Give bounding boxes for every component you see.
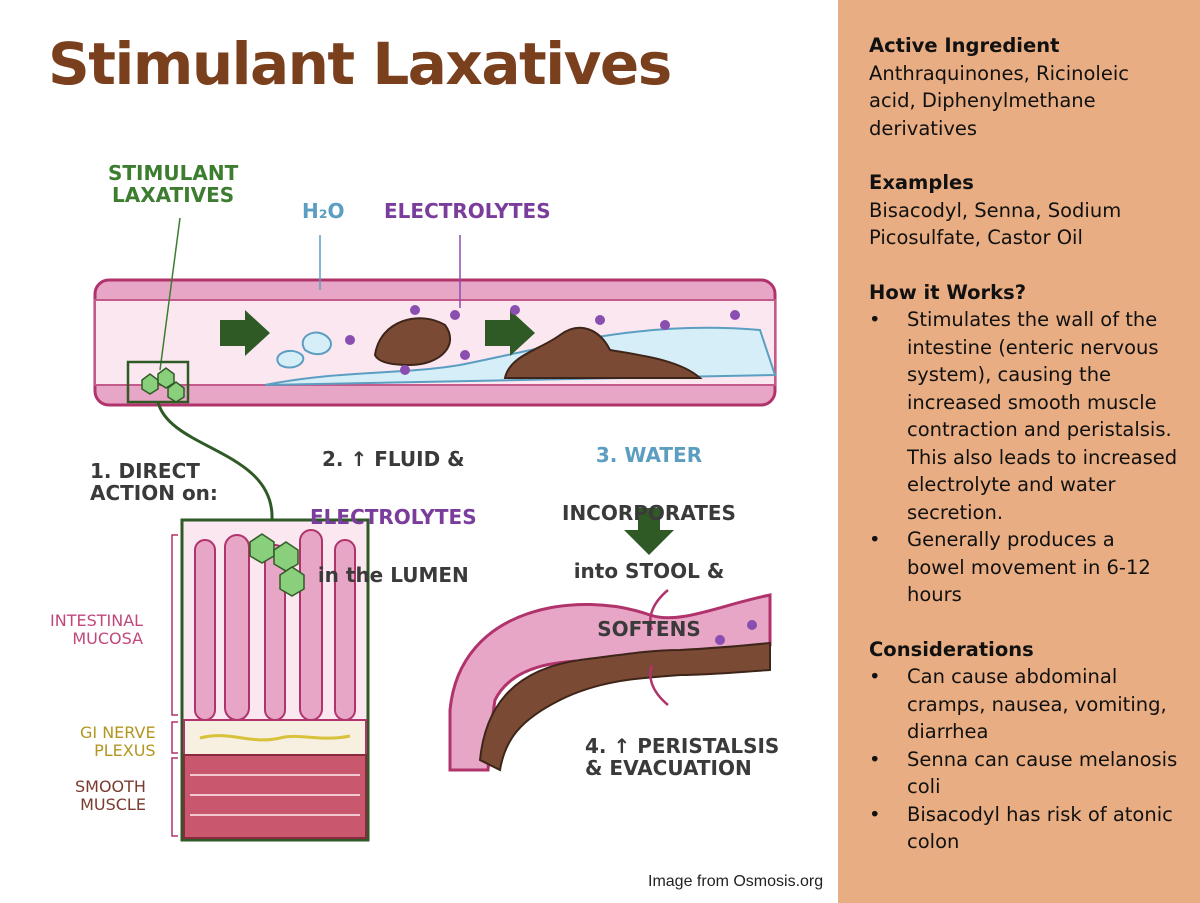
villi bbox=[194, 529, 356, 721]
examples-section: Examples Bisacodyl, Senna, Sodium Picosu… bbox=[869, 169, 1178, 252]
label-gi-nerve-plexus: GI NERVE PLEXUS bbox=[80, 723, 156, 760]
label-h2o: H₂O bbox=[302, 199, 345, 223]
label-step4: 4. ↑ PERISTALSIS & EVACUATION bbox=[585, 734, 780, 781]
muscle-fibers bbox=[190, 774, 360, 816]
list-item: • Stimulates the wall of the intestine (e… bbox=[869, 306, 1178, 526]
bullet-text: Senna can cause melanosis coli bbox=[907, 747, 1178, 799]
considerations-section: Considerations • Can cause abdominal cram… bbox=[869, 636, 1178, 856]
water-drop bbox=[276, 349, 305, 369]
tissue-brackets bbox=[171, 534, 178, 837]
label-electrolytes: ELECTROLYTES bbox=[384, 199, 551, 223]
examples-heading: Examples bbox=[869, 171, 974, 194]
flow-arrow bbox=[220, 310, 270, 356]
considerations-heading: Considerations bbox=[869, 637, 1034, 661]
bullet: • bbox=[869, 747, 881, 771]
nerve-fiber bbox=[199, 734, 351, 742]
drug-molecules-detail bbox=[249, 533, 305, 597]
step2-line2: ELECTROLYTES bbox=[310, 505, 477, 530]
label-stimulant-laxatives: STIMULANT LAXATIVES bbox=[108, 161, 239, 208]
step3-line2: INCORPORATES bbox=[562, 501, 736, 526]
laxative-illustration: STIMULANT LAXATIVES H₂O ELECTROLYTES 1. … bbox=[40, 150, 830, 875]
bullet: • bbox=[869, 528, 881, 551]
drug-molecules bbox=[141, 367, 185, 403]
label-smooth-muscle: SMOOTH MUSCLE bbox=[75, 777, 146, 814]
label-step1: 1. DIRECT ACTION on: bbox=[90, 459, 218, 506]
squeeze-arrow-bottom bbox=[649, 664, 669, 706]
flow-arrow bbox=[485, 310, 535, 356]
active-ingredient-heading: Active Ingredient bbox=[869, 34, 1060, 57]
stool-lump-small bbox=[373, 317, 451, 367]
electrolyte-dots bbox=[345, 305, 740, 375]
drug-pointer bbox=[159, 217, 181, 371]
label-step3: 3. WATER INCORPORATES into STOOL & SOFTE… bbox=[562, 408, 736, 677]
step3-line4: SOFTENS bbox=[597, 617, 701, 642]
electrolyte-dots-lower bbox=[715, 620, 757, 645]
how-it-works-section: How it Works? • Stimulates the wall of th… bbox=[869, 279, 1178, 609]
list-item: • Senna can cause melanosis coli bbox=[869, 746, 1178, 801]
smooth-muscle-layer bbox=[183, 754, 367, 839]
stool-evacuating bbox=[478, 641, 771, 772]
intestine-diagram bbox=[93, 217, 777, 842]
step3-line1: 3. WATER bbox=[595, 442, 703, 467]
active-ingredient-section: Active Ingredient Anthraquinones, Ricino… bbox=[869, 32, 1178, 142]
label-step2: 2. ↑ FLUID & ELECTROLYTES in the LUMEN bbox=[310, 412, 477, 622]
page-title: Stimulant Laxatives bbox=[48, 30, 672, 98]
water-drop bbox=[301, 331, 332, 356]
how-it-works-heading: How it Works? bbox=[869, 280, 1027, 304]
bullet-text: Stimulates the wall of the intestine (en… bbox=[907, 308, 1178, 524]
bullet: • bbox=[869, 665, 881, 688]
step2-line3: in the LUMEN bbox=[317, 563, 469, 588]
bullet-text: Bisacodyl has risk of atonic colon bbox=[907, 802, 1173, 854]
active-ingredient-text: Anthraquinones, Ricinoleic acid, Dipheny… bbox=[869, 61, 1129, 140]
label-intestinal-mucosa: INTESTINAL MUCOSA bbox=[50, 611, 144, 648]
info-panel: Active Ingredient Anthraquinones, Ricino… bbox=[838, 0, 1200, 903]
list-item: • Generally produces a bowel movement in … bbox=[869, 526, 1178, 609]
bullet-text: Can cause abdominal cramps, nausea, vomi… bbox=[907, 665, 1167, 743]
bullet: • bbox=[869, 308, 881, 331]
squeeze-arrow-top bbox=[649, 589, 669, 631]
list-item: • Bisacodyl has risk of atonic colon bbox=[869, 801, 1178, 856]
down-arrow bbox=[624, 508, 674, 555]
zoom-connector bbox=[156, 401, 274, 521]
stool-lump-large bbox=[503, 326, 703, 379]
considerations-list: • Can cause abdominal cramps, nausea, vom… bbox=[869, 663, 1178, 856]
bullet-text: Generally produces a bowel movement in 6… bbox=[907, 528, 1151, 606]
bullet: • bbox=[869, 802, 881, 826]
step2-line1: 2. ↑ FLUID & bbox=[322, 446, 465, 471]
examples-text: Bisacodyl, Senna, Sodium Picosulfate, Ca… bbox=[869, 198, 1122, 250]
list-item: • Can cause abdominal cramps, nausea, vom… bbox=[869, 663, 1178, 746]
step3-line3: into STOOL & bbox=[573, 559, 725, 584]
image-credit: Image from Osmosis.org bbox=[648, 873, 824, 890]
how-it-works-list: • Stimulates the wall of the intestine (e… bbox=[869, 306, 1178, 609]
